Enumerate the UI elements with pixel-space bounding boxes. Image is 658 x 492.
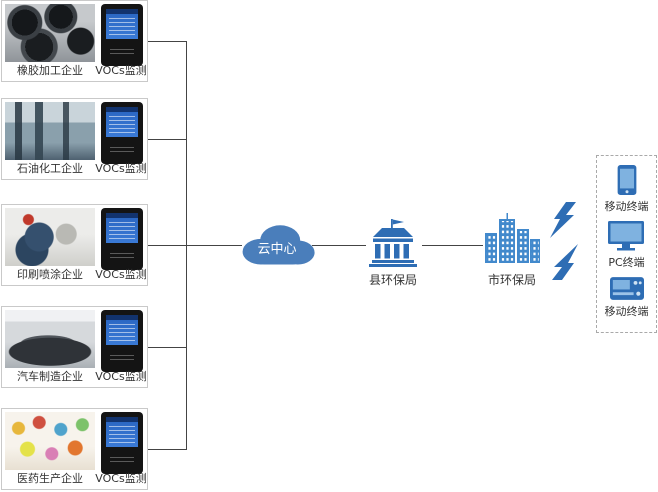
- city-buildings-icon: [485, 213, 540, 263]
- monitor-label: VOCs监测: [95, 268, 147, 281]
- monitor-label: VOCs监测: [95, 64, 147, 77]
- terminal-label: 移动终端: [604, 200, 649, 213]
- terminal-item-mobile-2: 移动终端: [605, 277, 649, 319]
- handheld-terminal-icon: [609, 277, 644, 300]
- connector-line-county-city: [422, 245, 483, 246]
- monitor-label: VOCs监测: [95, 162, 147, 175]
- connector-line: [148, 347, 186, 348]
- county-epa-node: [365, 219, 421, 267]
- lightning-bolt-icon: [547, 202, 579, 238]
- terminal-item-mobile-1: 移动终端: [605, 165, 649, 214]
- enterprise-label: 石油化工企业: [17, 162, 83, 175]
- device-screen: [106, 417, 138, 447]
- vocs-monitor-device: [101, 102, 143, 164]
- city-epa-label: 市环保局: [487, 273, 536, 287]
- connector-line: [148, 139, 186, 140]
- enterprise-box-printing: 印刷喷涂企业 VOCs监测: [1, 204, 148, 286]
- device-screen: [106, 9, 138, 39]
- enterprise-label: 橡胶加工企业: [17, 64, 83, 77]
- enterprise-box-rubber: 橡胶加工企业 VOCs监测: [1, 0, 148, 82]
- cloud-center-node: 云中心: [237, 221, 317, 268]
- connector-line: [148, 41, 186, 42]
- vocs-monitor-device: [101, 310, 143, 372]
- connector-line-to-cloud: [187, 245, 242, 246]
- connector-line: [148, 245, 186, 246]
- county-epa-label: 县环保局: [368, 273, 417, 287]
- cloud-center-label: 云中心: [257, 241, 297, 257]
- government-building-icon: [369, 219, 417, 267]
- vocs-monitor-device: [101, 412, 143, 474]
- city-epa-node: [483, 213, 541, 263]
- pills-capsules-photo: [5, 412, 95, 470]
- auto-assembly-photo: [5, 310, 95, 368]
- rubber-tires-photo: [5, 4, 95, 62]
- device-screen: [106, 107, 138, 137]
- spray-painting-worker-photo: [5, 208, 95, 266]
- enterprise-label: 汽车制造企业: [17, 370, 83, 383]
- enterprise-box-pharma: 医药生产企业 VOCs监测: [1, 408, 148, 490]
- connector-line: [148, 449, 186, 450]
- enterprise-box-automobile: 汽车制造企业 VOCs监测: [1, 306, 148, 388]
- bus-line: [186, 41, 187, 450]
- pc-monitor-icon: [608, 221, 645, 251]
- monitor-label: VOCs监测: [95, 370, 147, 383]
- petrochemical-plant-photo: [5, 102, 95, 160]
- enterprise-box-petrochemical: 石油化工企业 VOCs监测: [1, 98, 148, 180]
- vocs-monitor-device: [101, 208, 143, 270]
- connector-line-cloud-county: [312, 245, 366, 246]
- smartphone-icon: [617, 165, 636, 195]
- monitor-label: VOCs监测: [95, 472, 147, 485]
- cloud-icon: [242, 225, 315, 265]
- device-screen: [106, 213, 138, 243]
- enterprise-label: 印刷喷涂企业: [17, 268, 83, 281]
- terminal-label: 移动终端: [604, 305, 649, 318]
- terminal-label: PC终端: [608, 256, 645, 269]
- enterprise-label: 医药生产企业: [17, 472, 83, 485]
- lightning-bolt-icon: [549, 244, 581, 280]
- terminal-item-pc: PC终端: [608, 221, 645, 270]
- terminals-panel: 移动终端 PC终端 移动终端: [596, 155, 657, 333]
- vocs-monitor-device: [101, 4, 143, 66]
- device-screen: [106, 315, 138, 345]
